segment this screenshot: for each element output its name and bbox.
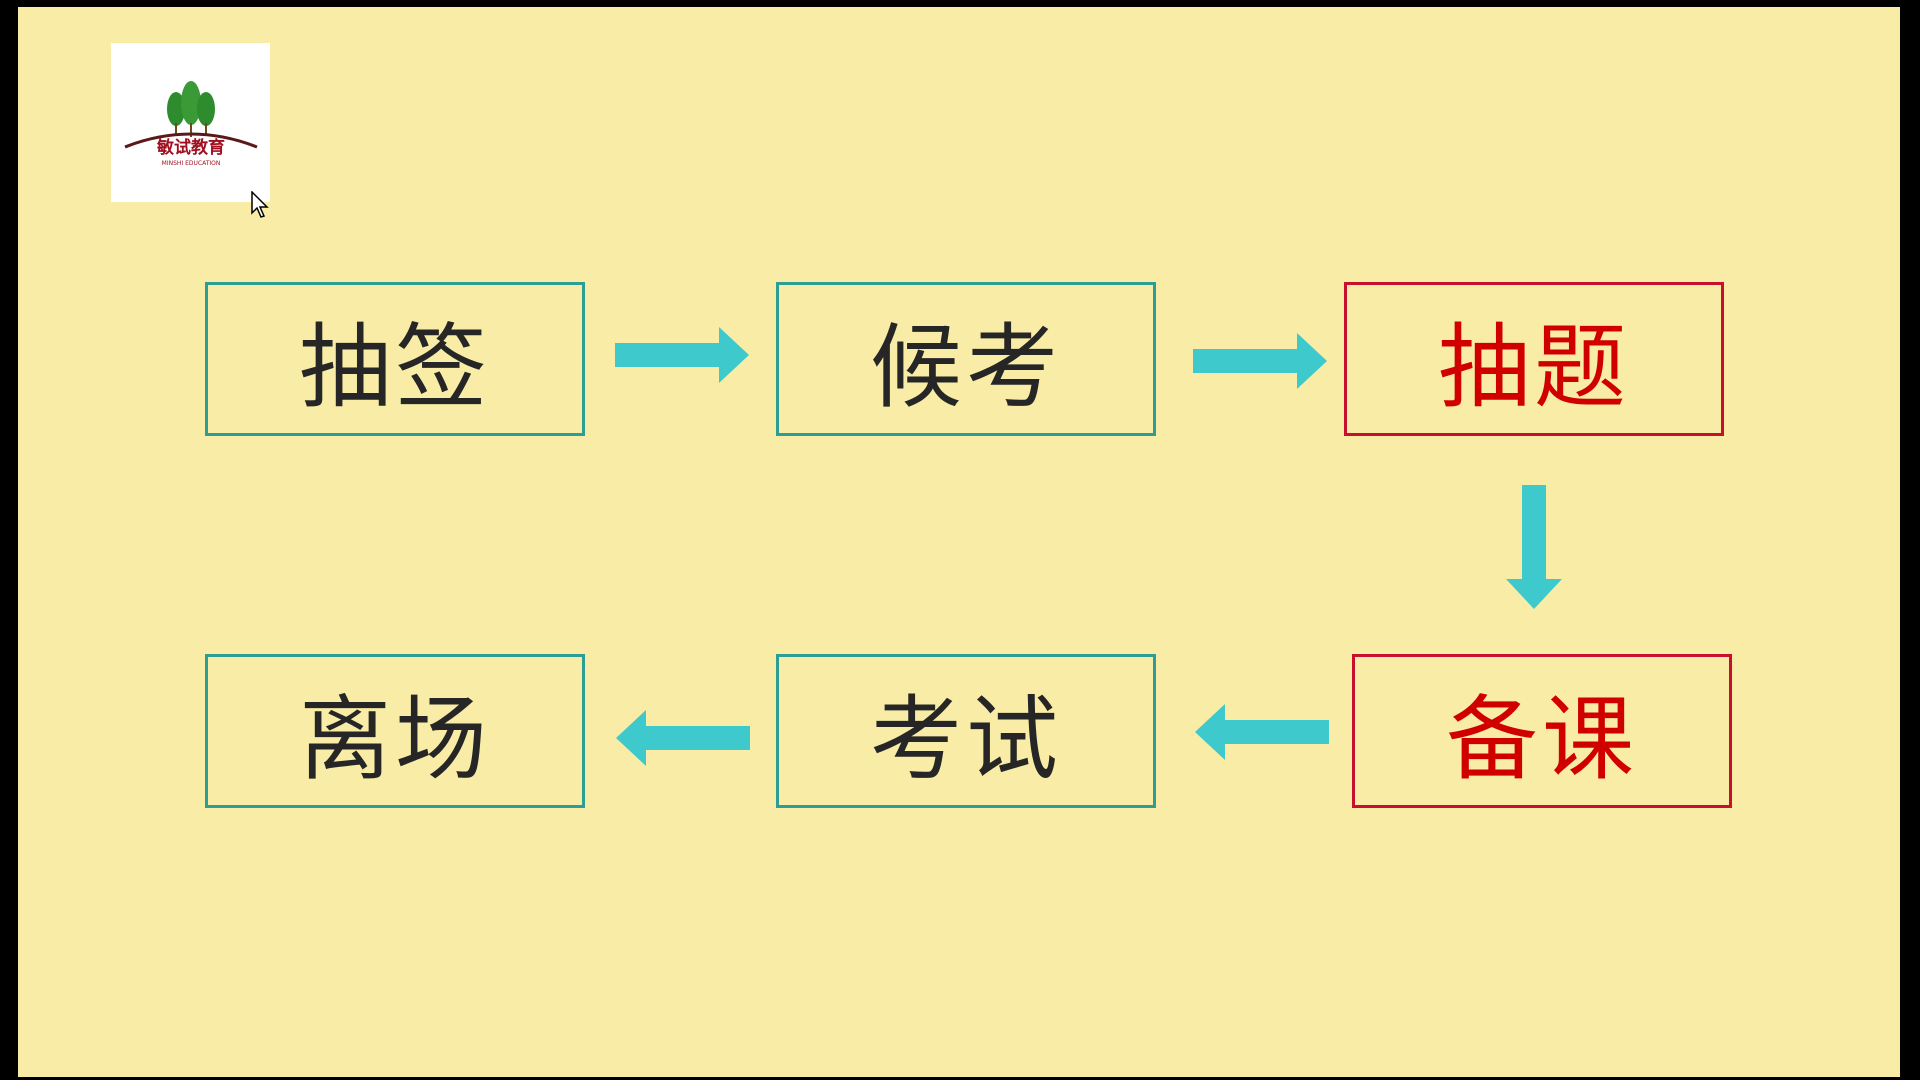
svg-text:MINSHI EDUCATION: MINSHI EDUCATION: [162, 160, 221, 167]
arrow-right-icon: [1193, 333, 1327, 389]
logo: 敏试教育 MINSHI EDUCATION: [111, 43, 270, 202]
step-label: 抽签: [298, 313, 491, 421]
step-box-draw-lots: 抽签: [205, 282, 585, 436]
step-label: 考试: [869, 685, 1062, 793]
step-box-prepare: 备课: [1352, 654, 1732, 808]
step-label: 离场: [298, 685, 491, 793]
step-label: 候考: [869, 313, 1062, 421]
arrow-down-icon: [1506, 485, 1562, 609]
slide: 敏试教育 MINSHI EDUCATION 抽签 候考 抽题 备课 考试 离场: [18, 7, 1900, 1077]
three-trees-logo-icon: 敏试教育 MINSHI EDUCATION: [124, 81, 258, 167]
arrow-left-icon: [616, 710, 750, 766]
arrow-left-icon: [1195, 704, 1329, 760]
arrow-right-icon: [615, 327, 749, 383]
mouse-cursor-icon: [251, 191, 269, 218]
step-box-wait: 候考: [776, 282, 1156, 436]
step-label: 抽题: [1437, 313, 1630, 421]
step-box-draw-question: 抽题: [1344, 282, 1724, 436]
step-label: 备课: [1445, 685, 1638, 793]
svg-text:敏试教育: 敏试教育: [156, 137, 225, 158]
step-box-exam: 考试: [776, 654, 1156, 808]
step-box-leave: 离场: [205, 654, 585, 808]
